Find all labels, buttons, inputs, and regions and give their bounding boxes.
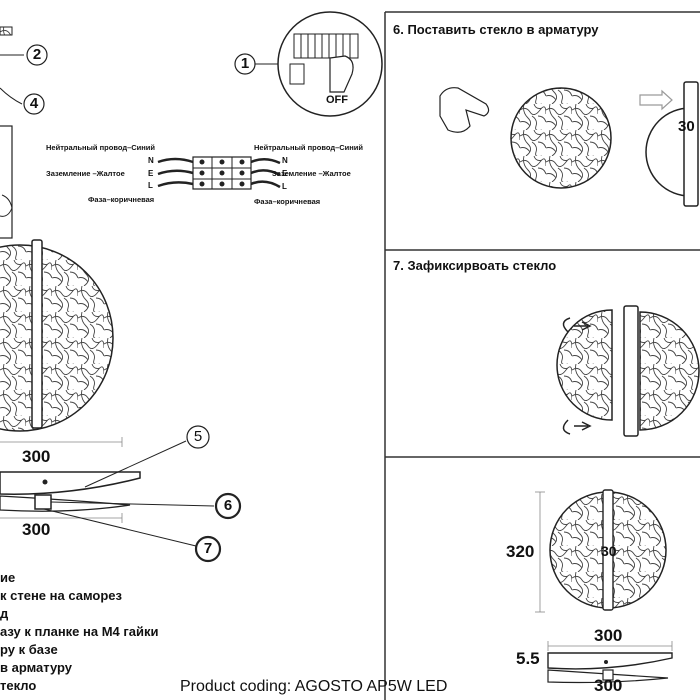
step-list-item-1: ие (0, 570, 16, 585)
step-list-item-3: д (0, 606, 9, 621)
callout-7-label: 7 (203, 540, 213, 557)
step6-drawing (439, 81, 699, 207)
callout-5-label: 5 (193, 428, 203, 445)
step-list-item-7: текло (0, 678, 37, 693)
bracket-step7 (623, 305, 639, 437)
final-dim-width-bottom: 300 (594, 676, 623, 695)
step-list-item-6: в арматуру (0, 660, 73, 675)
final-dimensions-drawing (535, 489, 673, 684)
callout-2-label: 2 (32, 46, 42, 63)
wire-neutral-left: Нейтральный провод–Синий (46, 143, 156, 152)
terminal-n-right: N (282, 156, 288, 165)
callout-4-label: 4 (29, 95, 39, 112)
terminal-l-left: L (148, 181, 153, 190)
lamp-side-view (0, 471, 141, 523)
terminal-e-right: E (282, 169, 288, 178)
wire-ground-left: Заземление –Жалтое (46, 169, 125, 178)
product-code-footer: Product coding: AGOSTO AP5W LED (180, 678, 448, 695)
step7-title: 7. Зафиксирвоать стекло (393, 258, 557, 273)
hand-screwdriver-icon (0, 194, 13, 217)
callout-6-circle (214, 492, 242, 520)
callout-4-circle (23, 93, 45, 115)
callout-1-label: 1 (240, 55, 250, 72)
dim-width-top: 300 (22, 447, 51, 466)
callout-5-circle (186, 425, 210, 449)
callout-7-circle (194, 535, 222, 563)
final-dim-thickness: 5.5 (516, 649, 540, 668)
terminal-e-left: E (148, 169, 154, 178)
mounting-bracket (31, 239, 43, 429)
step-list-item-2: к стене на саморез (0, 588, 122, 603)
step-list-item-5: ру к базе (0, 642, 58, 657)
lamp-front-view (0, 244, 114, 432)
rotate-arrow-top-icon (562, 317, 588, 333)
breaker-switch-icon (289, 63, 305, 85)
step6-title: 6. Поставить стекло в арматуру (393, 22, 599, 37)
dim-width-bottom: 300 (22, 520, 51, 539)
step7-drawing (556, 305, 700, 437)
hand-pushing-icon (439, 87, 490, 133)
wire-ground-right: Заземление –Жалтое (272, 169, 351, 178)
switch-off-label: OFF (326, 94, 348, 106)
arrow-right-icon (639, 89, 673, 111)
rotate-arrow-bottom-icon (562, 419, 588, 435)
wire-neutral-right: Нейтральный провод–Синий (254, 143, 364, 152)
terminal-l-right: L (282, 182, 287, 191)
step-list-item-4: азу к планке на М4 гайки (0, 624, 159, 639)
wire-phase-right: Фаза–коричневая (254, 197, 321, 206)
wire-phase-left: Фаза–коричневая (88, 195, 155, 204)
bracket-step6 (683, 81, 699, 207)
final-dim-depth: 30 (601, 543, 617, 559)
hand-pointing-icon (329, 55, 354, 93)
callout-6-label: 6 (223, 497, 233, 514)
terminal-n-left: N (148, 156, 154, 165)
final-dim-height: 320 (506, 542, 535, 561)
glass-disk-step6 (510, 87, 612, 189)
step6-dim: 30 (678, 118, 695, 135)
final-dim-width: 300 (594, 626, 623, 645)
wiring-connector-diagram (157, 156, 281, 190)
glass-fragment-icon (0, 26, 13, 36)
callout-2-circle (26, 44, 48, 66)
